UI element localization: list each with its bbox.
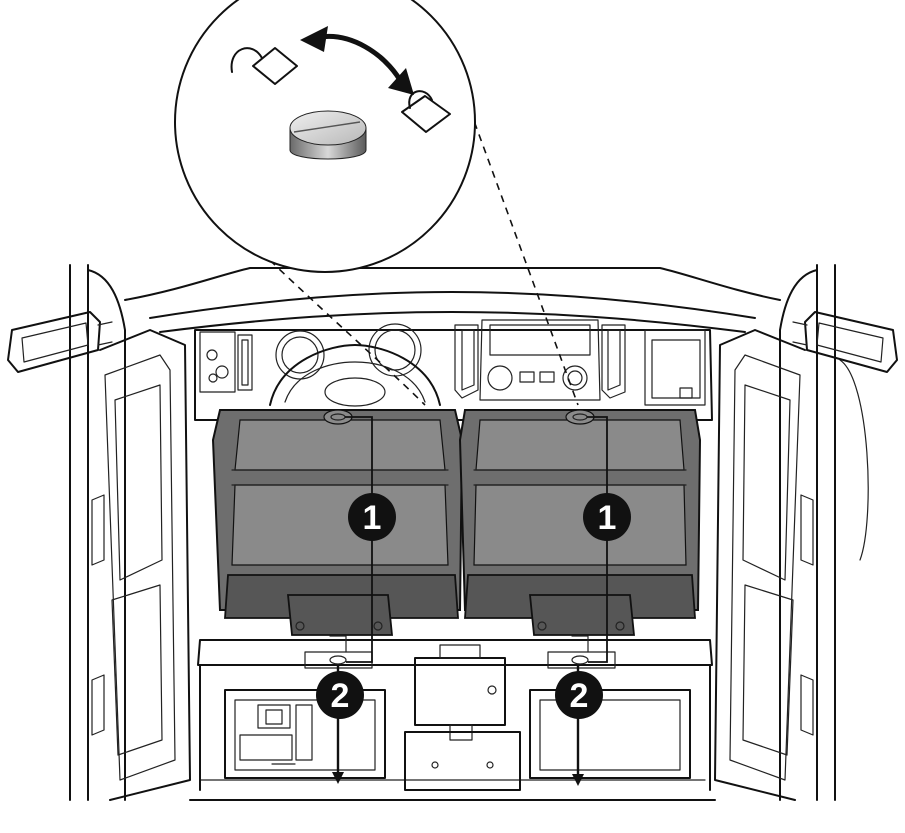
step-number: 1 bbox=[363, 499, 382, 537]
step-number: 2 bbox=[331, 677, 350, 715]
zoom-lines bbox=[214, 109, 579, 406]
detail-callout bbox=[174, 0, 476, 273]
seat-right bbox=[458, 409, 702, 636]
vehicle-body bbox=[7, 264, 898, 801]
step-badge-2-right: 2 bbox=[555, 671, 603, 719]
step-badge-2-left: 2 bbox=[316, 671, 364, 719]
step-number: 1 bbox=[598, 499, 617, 537]
step-number: 2 bbox=[570, 677, 589, 715]
step-badge-1-right: 1 bbox=[583, 493, 631, 541]
lock-icon bbox=[401, 90, 451, 133]
floor-compartment bbox=[197, 635, 713, 791]
curved-double-arrow-icon bbox=[300, 26, 414, 95]
seat-left bbox=[211, 409, 464, 636]
screw-knob bbox=[289, 110, 367, 160]
unlock-icon bbox=[230, 47, 298, 85]
step-badge-1-left: 1 bbox=[348, 493, 396, 541]
dashboard bbox=[194, 319, 713, 421]
